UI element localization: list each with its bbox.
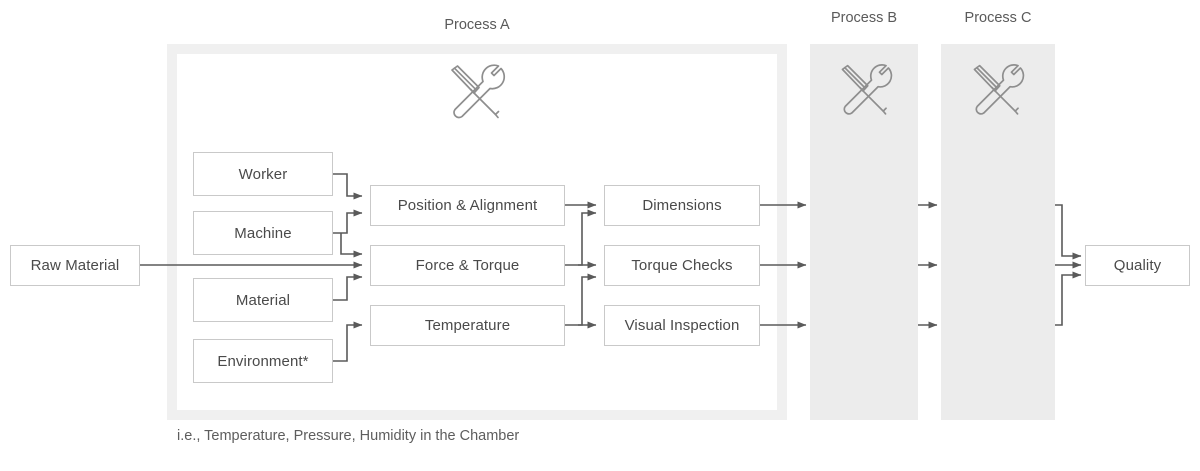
node-visual-inspection[interactable]: Visual Inspection bbox=[604, 305, 760, 346]
node-worker[interactable]: Worker bbox=[193, 152, 333, 196]
node-position-alignment[interactable]: Position & Alignment bbox=[370, 185, 565, 226]
node-label: Position & Alignment bbox=[397, 197, 538, 214]
screwdriver-wrench-icon bbox=[834, 60, 894, 120]
node-label: Dimensions bbox=[642, 197, 722, 214]
node-quality[interactable]: Quality bbox=[1085, 245, 1190, 286]
footnote-environment: i.e., Temperature, Pressure, Humidity in… bbox=[177, 428, 520, 444]
node-label: Quality bbox=[1113, 257, 1162, 274]
screwdriver-wrench-icon bbox=[966, 60, 1026, 120]
node-label: Temperature bbox=[424, 317, 511, 334]
node-environment[interactable]: Environment* bbox=[193, 339, 333, 383]
process-c-band bbox=[941, 44, 1055, 420]
process-b-band bbox=[810, 44, 918, 420]
node-label: Environment* bbox=[217, 352, 309, 370]
node-label: Machine bbox=[234, 224, 292, 242]
node-material[interactable]: Material bbox=[193, 278, 333, 322]
lane-title-process-b: Process B bbox=[830, 10, 898, 26]
node-torque-checks[interactable]: Torque Checks bbox=[604, 245, 760, 286]
screwdriver-wrench-icon bbox=[443, 60, 507, 124]
node-temperature[interactable]: Temperature bbox=[370, 305, 565, 346]
node-label: Raw Material bbox=[30, 257, 120, 274]
node-label: Torque Checks bbox=[631, 257, 733, 274]
node-dimensions[interactable]: Dimensions bbox=[604, 185, 760, 226]
lane-title-process-a: Process A bbox=[444, 17, 510, 33]
node-label: Worker bbox=[238, 165, 288, 183]
node-machine[interactable]: Machine bbox=[193, 211, 333, 255]
node-force-torque[interactable]: Force & Torque bbox=[370, 245, 565, 286]
node-label: Visual Inspection bbox=[624, 317, 740, 334]
node-label: Material bbox=[235, 291, 291, 309]
node-raw-material[interactable]: Raw Material bbox=[10, 245, 140, 286]
node-label: Force & Torque bbox=[415, 257, 520, 274]
lane-title-process-c: Process C bbox=[964, 10, 1032, 26]
